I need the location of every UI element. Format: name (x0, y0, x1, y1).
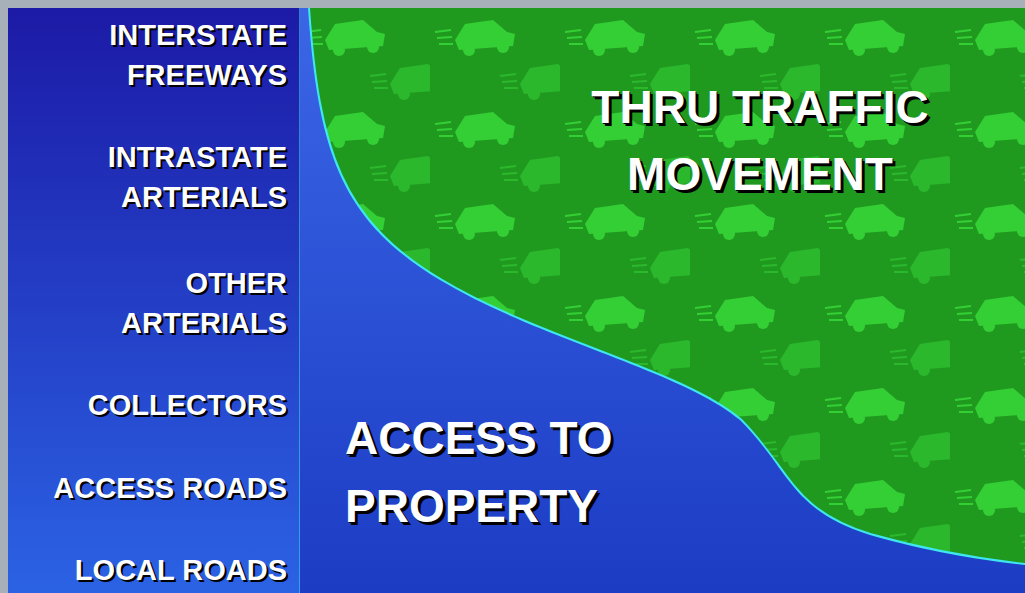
road-class-label: INTERSTATE FREEWAYS (72, 15, 287, 95)
road-class-label: LOCAL ROADS (10, 550, 287, 590)
access-region: ACCESS TO PROPERTY (300, 8, 1025, 593)
road-class-label: INTRASTATE ARTERIALS (72, 137, 287, 217)
road-class-label: OTHER ARTERIALS (72, 263, 287, 343)
road-class-label: COLLECTORS (17, 385, 287, 425)
region-title: ACCESS TO PROPERTY (345, 404, 765, 540)
road-class-label: ACCESS ROADS (10, 468, 287, 508)
region-fill (300, 8, 1025, 593)
road-class-panel (8, 8, 300, 593)
chart-panel (300, 8, 1025, 593)
region-title: THRU TRAFFIC MOVEMENT (530, 74, 990, 208)
